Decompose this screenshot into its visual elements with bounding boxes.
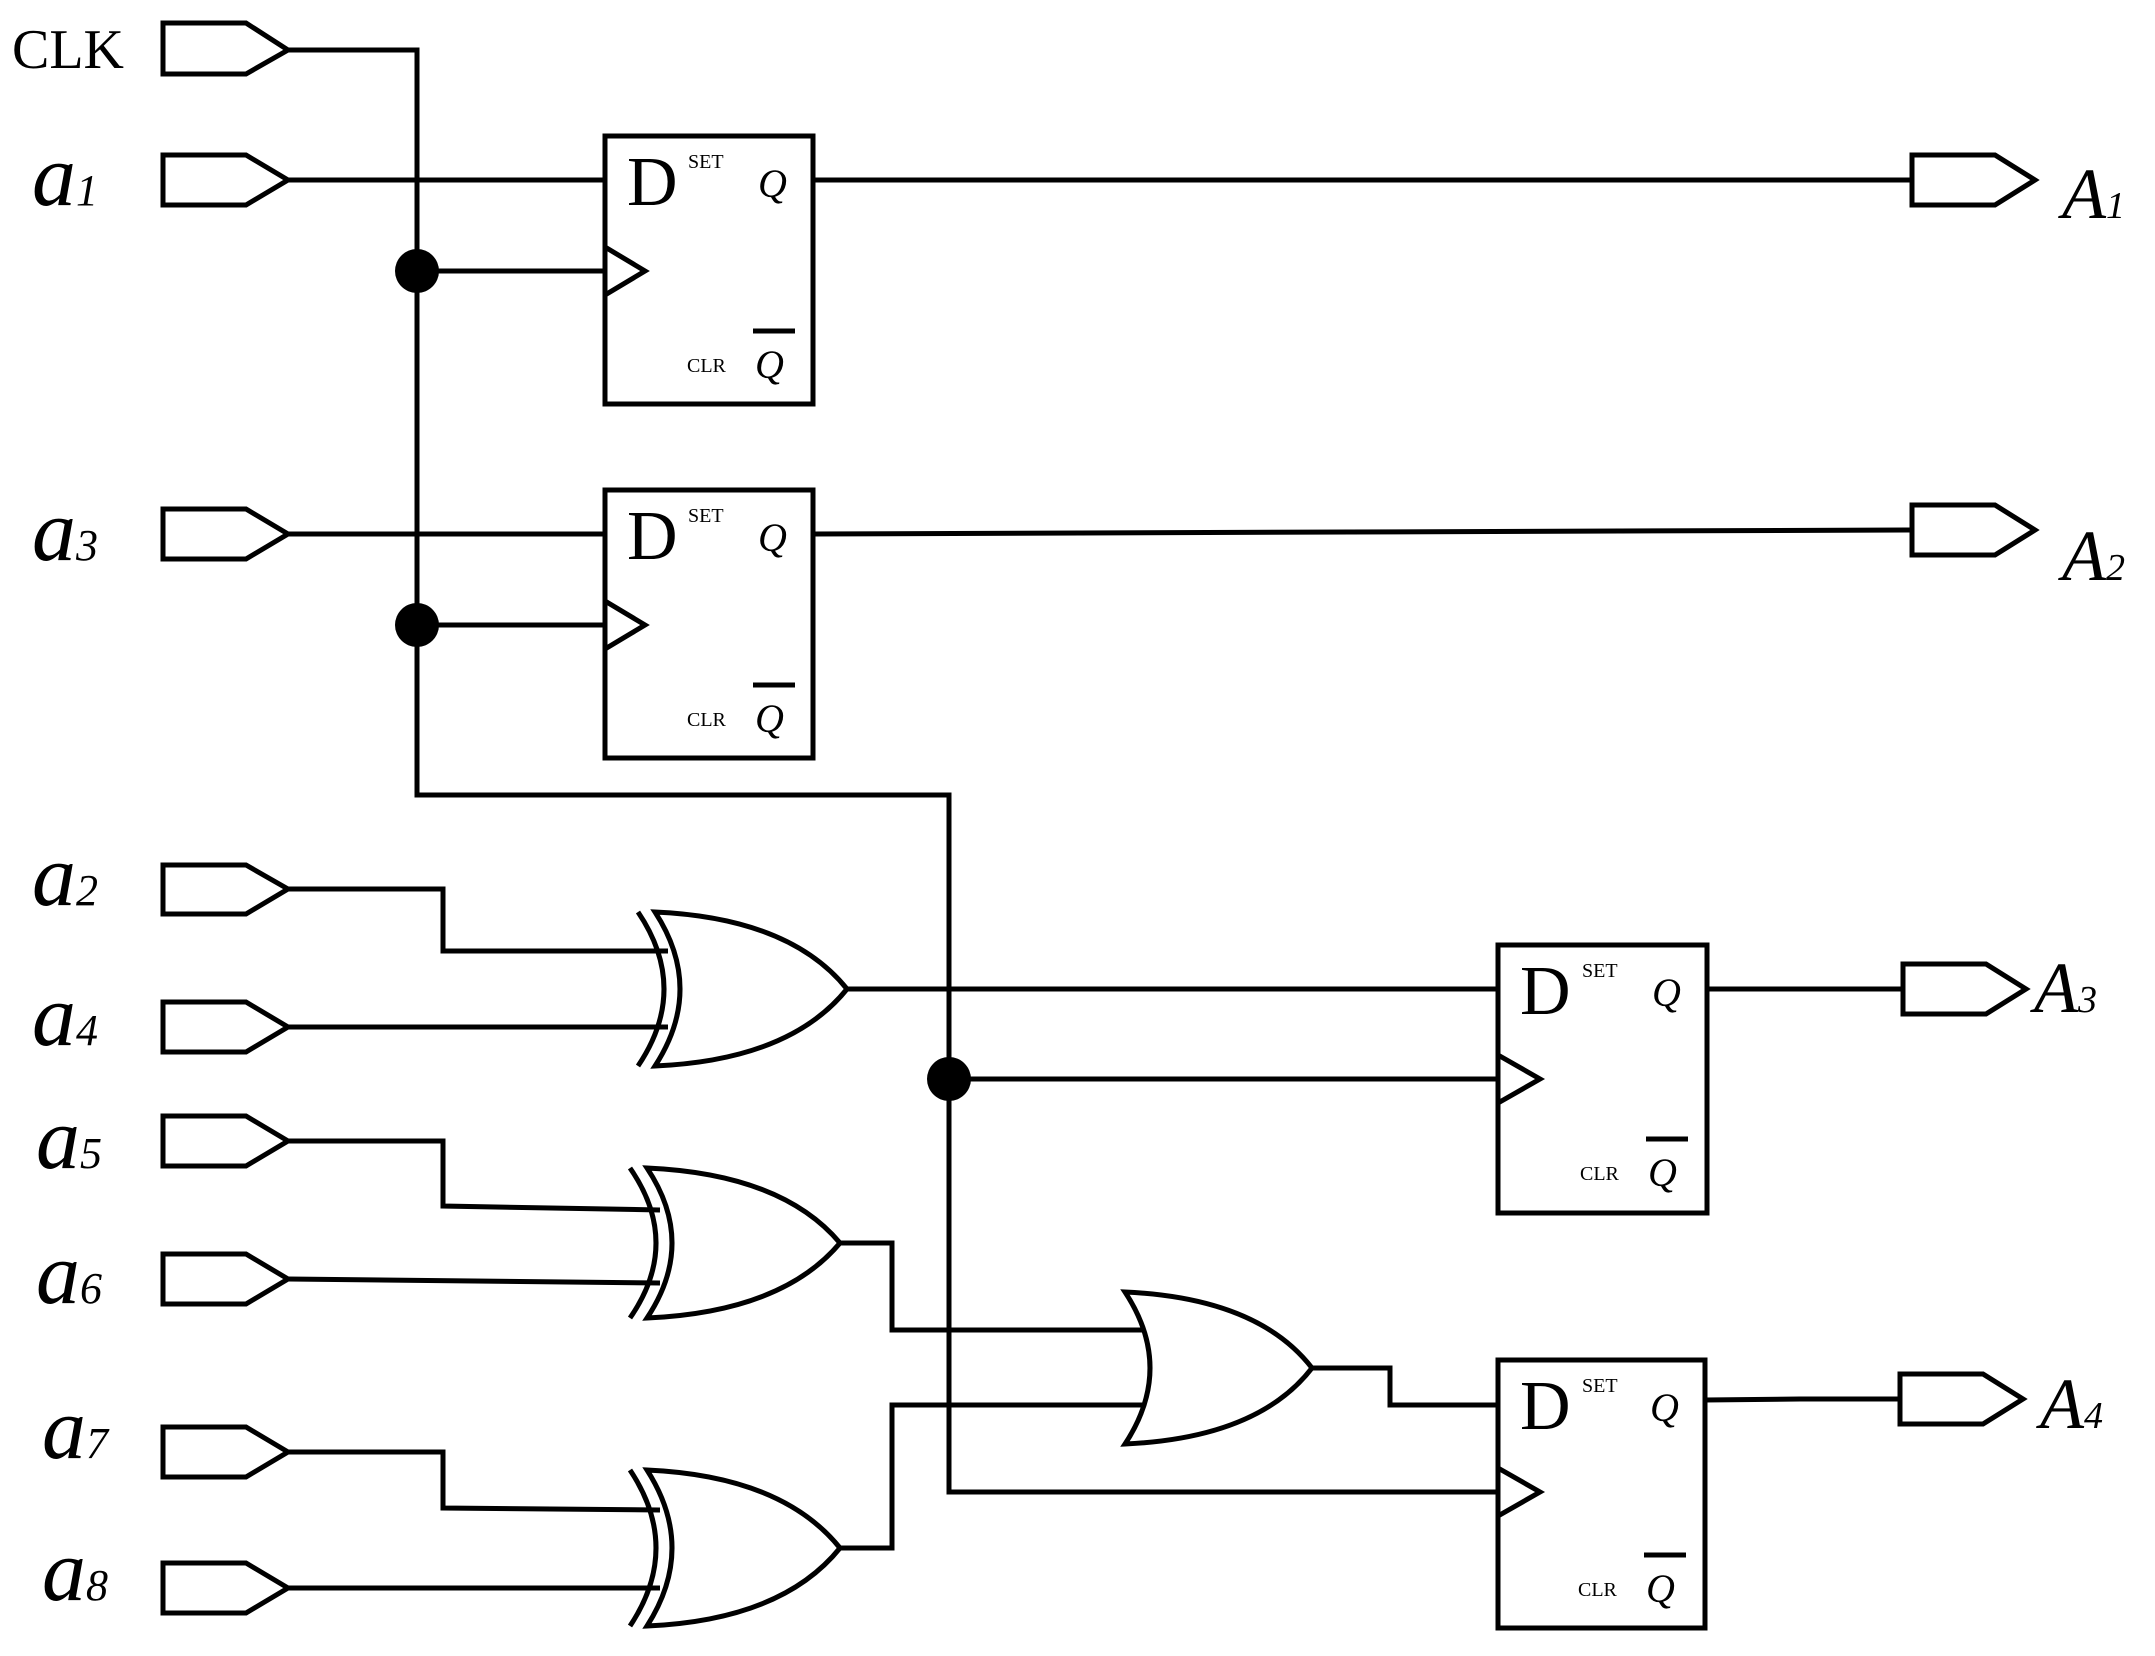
ff3-qbar-label: Q	[1648, 1150, 1677, 1195]
ff4-qbar-label: Q	[1646, 1566, 1675, 1611]
ff1-d-label: D	[627, 144, 678, 221]
label-a2: a2	[32, 828, 98, 925]
ff4-q-label: Q	[1650, 1385, 1679, 1430]
label-a3: a3	[32, 483, 98, 580]
label-a4: a4	[32, 968, 98, 1065]
label-a6: a6	[36, 1226, 102, 1323]
output-ports	[1897, 152, 2040, 1427]
input-port-a8	[160, 1560, 293, 1616]
ff1-set-label: SET	[688, 151, 724, 173]
output-port-A3	[1900, 961, 2031, 1017]
label-clk: CLK	[12, 19, 124, 81]
output-labels: A1 A2 A3 A4	[2030, 154, 2125, 1444]
label-a7: a7	[42, 1381, 110, 1478]
clock-junction-2	[395, 603, 439, 647]
output-port-A4	[1897, 1371, 2028, 1427]
d-flip-flop-4: D SET Q Q CLR	[1495, 1357, 1708, 1631]
clock-junction-1	[395, 249, 439, 293]
input-port-a4	[160, 999, 293, 1055]
clock-junction-3	[927, 1057, 971, 1101]
input-port-a2	[160, 862, 293, 917]
xor-gate-3	[627, 1467, 844, 1629]
label-a5: a5	[36, 1091, 102, 1188]
output-port-A2	[1909, 502, 2040, 558]
ff2-q-label: Q	[758, 515, 787, 560]
d-flip-flop-2: D SET Q Q CLR	[602, 487, 816, 761]
input-port-a7	[160, 1424, 293, 1480]
input-port-a1	[160, 152, 293, 208]
input-port-a6	[160, 1251, 293, 1307]
ff4-d-label: D	[1520, 1368, 1571, 1445]
or-gate	[1120, 1289, 1316, 1447]
ff3-q-label: Q	[1652, 970, 1681, 1015]
xor-gate-2	[627, 1165, 844, 1321]
input-port-a3	[160, 506, 293, 562]
d-flip-flop-1: D SET Q Q CLR	[602, 133, 816, 407]
clock-net	[288, 47, 1498, 1495]
ff1-clr-label: CLR	[687, 355, 727, 377]
ff2-d-label: D	[627, 498, 678, 575]
input-port-clk	[160, 20, 293, 77]
ff4-clr-label: CLR	[1578, 1579, 1618, 1601]
label-A1: A1	[2058, 154, 2125, 234]
xor-gate-1	[635, 909, 851, 1069]
input-labels: CLK a1 a3 a2 a4 a5 a6 a7 a8	[12, 19, 124, 1620]
label-a8: a8	[42, 1523, 108, 1620]
input-port-a5	[160, 1113, 293, 1169]
d-flip-flop-3: D SET Q Q CLR	[1495, 942, 1710, 1216]
output-port-A1	[1909, 152, 2040, 208]
label-A2: A2	[2058, 516, 2125, 596]
ff1-qbar-label: Q	[755, 342, 784, 387]
ff4-set-label: SET	[1582, 1375, 1618, 1397]
ff3-set-label: SET	[1582, 960, 1618, 982]
ff1-q-label: Q	[758, 161, 787, 206]
ff2-set-label: SET	[688, 505, 724, 527]
ff2-qbar-label: Q	[755, 696, 784, 741]
signal-wires	[287, 177, 1913, 1591]
ff3-d-label: D	[1520, 953, 1571, 1030]
input-ports	[160, 20, 293, 1616]
label-a1: a1	[32, 128, 98, 225]
label-A3: A3	[2030, 948, 2097, 1028]
label-A4: A4	[2036, 1364, 2103, 1444]
ff3-clr-label: CLR	[1580, 1163, 1620, 1185]
ff2-clr-label: CLR	[687, 709, 727, 731]
